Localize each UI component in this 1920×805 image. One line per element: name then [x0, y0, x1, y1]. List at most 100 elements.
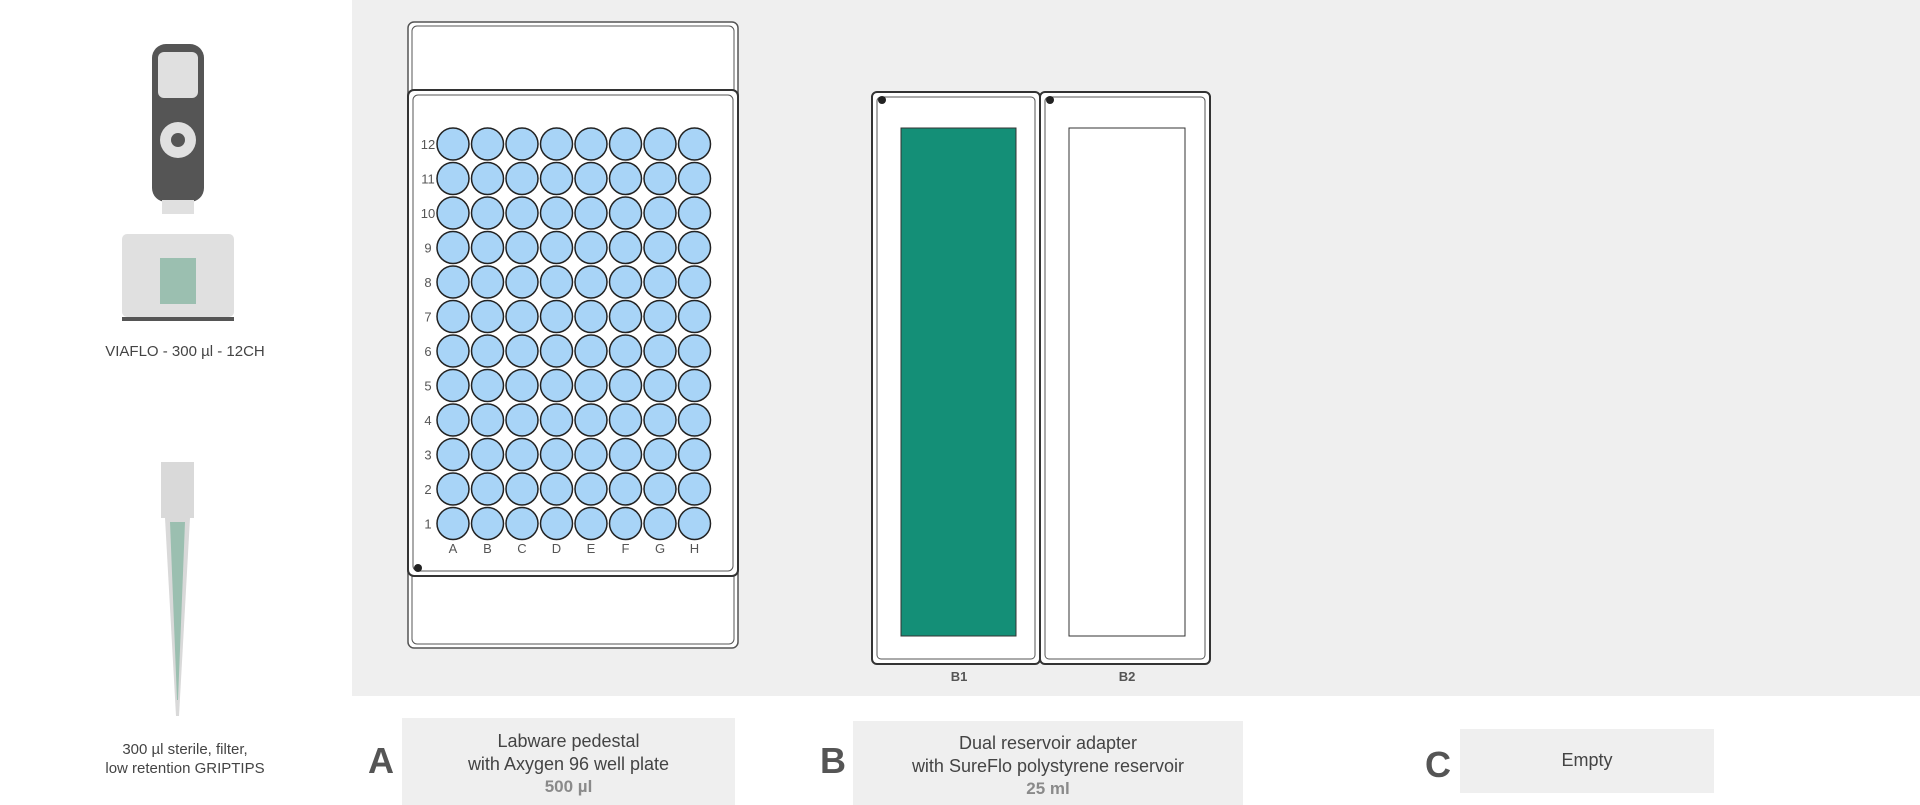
plate-well-C8[interactable] — [505, 265, 539, 299]
plate-well-B10[interactable] — [470, 196, 505, 230]
plate-well-E2[interactable] — [574, 472, 608, 506]
plate-well-D9[interactable] — [539, 230, 574, 265]
plate-well-A9[interactable] — [436, 230, 470, 265]
plate-well-A5[interactable] — [436, 368, 470, 403]
plate-well-D2[interactable] — [539, 472, 574, 506]
plate-well-H3[interactable] — [677, 437, 712, 472]
plate-well-A3[interactable] — [436, 437, 470, 472]
plate-well-H8[interactable] — [677, 265, 712, 299]
plate-well-E5[interactable] — [574, 368, 608, 403]
plate-well-D8[interactable] — [539, 265, 574, 299]
plate-well-B1[interactable] — [470, 506, 505, 541]
plate-well-A8[interactable] — [436, 265, 470, 299]
plate-well-A7[interactable] — [436, 299, 470, 334]
plate-well-B8[interactable] — [470, 265, 505, 299]
plate-well-D12[interactable] — [539, 127, 574, 161]
plate-well-A1[interactable] — [436, 506, 470, 541]
plate-well-D6[interactable] — [539, 334, 574, 368]
plate-well-C6[interactable] — [505, 334, 539, 368]
position-a-description[interactable]: Labware pedestal with Axygen 96 well pla… — [402, 718, 735, 805]
reservoir-b2[interactable] — [1068, 127, 1186, 637]
plate-well-E6[interactable] — [574, 334, 608, 368]
plate-well-F11[interactable] — [608, 161, 643, 196]
plate-well-G8[interactable] — [643, 265, 677, 299]
plate-well-G9[interactable] — [643, 230, 677, 265]
plate-well-F1[interactable] — [608, 506, 643, 541]
plate-well-B6[interactable] — [470, 334, 505, 368]
plate-well-H2[interactable] — [677, 472, 712, 506]
plate-well-H7[interactable] — [677, 299, 712, 334]
plate-well-C5[interactable] — [505, 368, 539, 403]
plate-well-G1[interactable] — [643, 506, 677, 541]
plate-well-F3[interactable] — [608, 437, 643, 472]
reservoir-b1[interactable] — [900, 127, 1017, 637]
plate-well-G5[interactable] — [643, 368, 677, 403]
plate-well-H12[interactable] — [677, 127, 712, 161]
plate-well-G7[interactable] — [643, 299, 677, 334]
plate-well-G4[interactable] — [643, 403, 677, 437]
plate-well-H4[interactable] — [677, 403, 712, 437]
position-c-description[interactable]: Empty — [1460, 729, 1714, 793]
plate-well-F12[interactable] — [608, 127, 643, 161]
griptip-icon[interactable] — [155, 460, 200, 720]
plate-well-G12[interactable] — [643, 127, 677, 161]
plate-well-E12[interactable] — [574, 127, 608, 161]
plate-well-D1[interactable] — [539, 506, 574, 541]
plate-well-G6[interactable] — [643, 334, 677, 368]
plate-well-H6[interactable] — [677, 334, 712, 368]
plate-well-G3[interactable] — [643, 437, 677, 472]
plate-well-H5[interactable] — [677, 368, 712, 403]
plate-well-H1[interactable] — [677, 506, 712, 541]
plate-well-B4[interactable] — [470, 403, 505, 437]
position-b-description[interactable]: Dual reservoir adapter with SureFlo poly… — [853, 721, 1243, 805]
plate-well-A4[interactable] — [436, 403, 470, 437]
plate-well-E4[interactable] — [574, 403, 608, 437]
plate-well-C10[interactable] — [505, 196, 539, 230]
plate-well-C4[interactable] — [505, 403, 539, 437]
plate-well-F2[interactable] — [608, 472, 643, 506]
plate-well-B9[interactable] — [470, 230, 505, 265]
plate-well-C9[interactable] — [505, 230, 539, 265]
plate-well-A10[interactable] — [436, 196, 470, 230]
plate-well-D3[interactable] — [539, 437, 574, 472]
plate-well-E9[interactable] — [574, 230, 608, 265]
plate-well-D11[interactable] — [539, 161, 574, 196]
plate-well-H10[interactable] — [677, 196, 712, 230]
plate-well-B12[interactable] — [470, 127, 505, 161]
plate-well-C11[interactable] — [505, 161, 539, 196]
plate-well-B5[interactable] — [470, 368, 505, 403]
plate-well-A12[interactable] — [436, 127, 470, 161]
plate-well-B2[interactable] — [470, 472, 505, 506]
plate-well-E7[interactable] — [574, 299, 608, 334]
plate-well-F7[interactable] — [608, 299, 643, 334]
plate-well-A2[interactable] — [436, 472, 470, 506]
plate-well-E11[interactable] — [574, 161, 608, 196]
plate-well-D10[interactable] — [539, 196, 574, 230]
plate-well-F4[interactable] — [608, 403, 643, 437]
pipette-icon[interactable] — [118, 40, 238, 325]
plate-well-C2[interactable] — [505, 472, 539, 506]
plate-well-G11[interactable] — [643, 161, 677, 196]
plate-well-C3[interactable] — [505, 437, 539, 472]
plate-well-F5[interactable] — [608, 368, 643, 403]
plate-well-A11[interactable] — [436, 161, 470, 196]
plate-well-H9[interactable] — [677, 230, 712, 265]
plate-well-B3[interactable] — [470, 437, 505, 472]
plate-well-G10[interactable] — [643, 196, 677, 230]
plate-well-C7[interactable] — [505, 299, 539, 334]
plate-well-C1[interactable] — [505, 506, 539, 541]
plate-well-E8[interactable] — [574, 265, 608, 299]
plate-well-F6[interactable] — [608, 334, 643, 368]
plate-well-B7[interactable] — [470, 299, 505, 334]
plate-well-E1[interactable] — [574, 506, 608, 541]
plate-well-F9[interactable] — [608, 230, 643, 265]
plate-well-D5[interactable] — [539, 368, 574, 403]
plate-well-B11[interactable] — [470, 161, 505, 196]
plate-well-D4[interactable] — [539, 403, 574, 437]
plate-well-E3[interactable] — [574, 437, 608, 472]
plate-well-A6[interactable] — [436, 334, 470, 368]
plate-well-H11[interactable] — [677, 161, 712, 196]
plate-well-C12[interactable] — [505, 127, 539, 161]
plate-well-D7[interactable] — [539, 299, 574, 334]
